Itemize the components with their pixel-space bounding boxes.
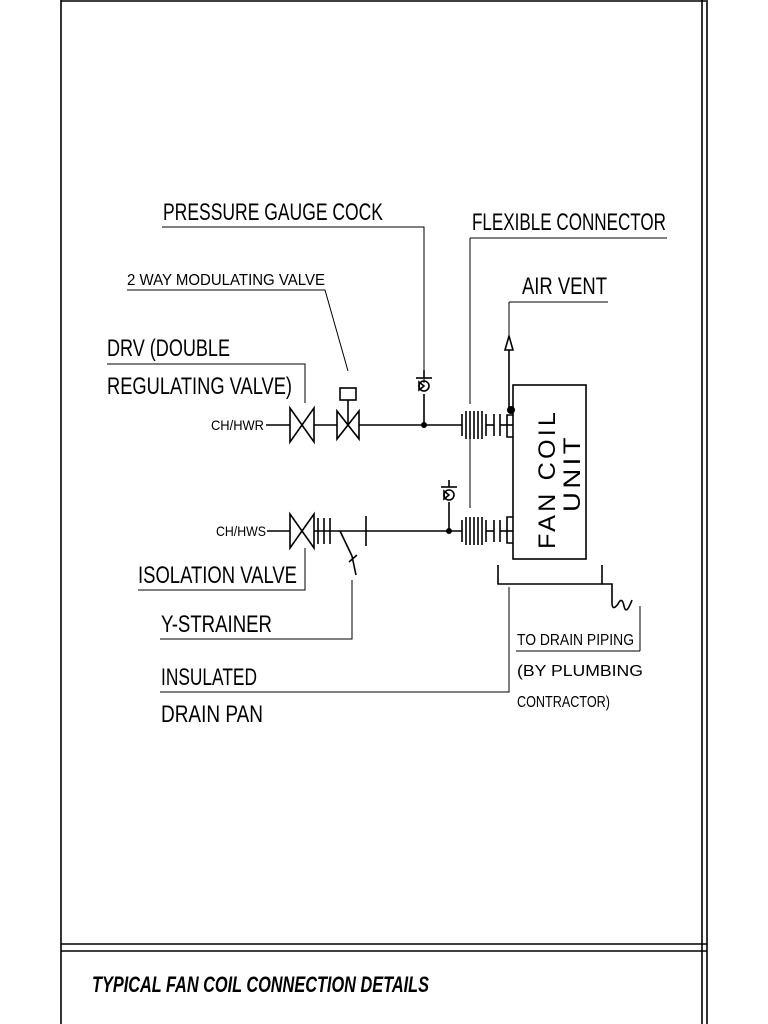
pressure-gauge-cock-symbol [416, 370, 432, 428]
y-strainer-label: Y-STRAINER [161, 611, 272, 638]
drv-label-line2: REGULATING VALVE) [107, 373, 292, 400]
air-vent-symbol [503, 333, 515, 414]
drawing-title: TYPICAL FAN COIL CONNECTION DETAILS [92, 972, 429, 997]
y-strainer-symbol [317, 516, 367, 576]
drv-label-line1: DRV (DOUBLE [107, 335, 230, 362]
drain-pan-symbol [497, 565, 633, 611]
two-way-valve-label: 2 WAY MODULATING VALVE [127, 272, 325, 289]
supply-pipe-label: CH/HWS [216, 523, 266, 539]
insulated-label-line1: INSULATED [161, 664, 257, 691]
insulated-label-line2: DRAIN PAN [161, 701, 263, 728]
isolation-valve-label: ISOLATION VALVE [138, 562, 297, 589]
fan-coil-unit-label-line1: FAN COIL [534, 409, 561, 549]
leader-lines [107, 226, 667, 693]
two-way-valve-symbol [336, 387, 360, 442]
return-flexible-connector-symbol [461, 411, 501, 439]
isolation-valve-symbol [289, 511, 315, 551]
air-vent-label: AIR VENT [522, 273, 607, 300]
supply-flexible-connector-symbol [461, 517, 501, 545]
drv-valve-symbol [289, 405, 315, 445]
drain-piping-label-line3: CONTRACTOR) [517, 694, 610, 711]
labels: PRESSURE GAUGE COCK FLEXIBLE CONNECTOR 2… [92, 199, 666, 997]
flexible-connector-label: FLEXIBLE CONNECTOR [472, 209, 666, 236]
fan-coil-unit [506, 384, 587, 560]
fan-coil-unit-label-line2: UNIT [559, 434, 586, 512]
return-pipe-label: CH/HWR [211, 417, 264, 433]
drain-piping-label-line2: (BY PLUMBING [517, 663, 643, 680]
pressure-gauge-cock-label: PRESSURE GAUGE COCK [163, 199, 383, 226]
supply-gauge-cock-symbol [441, 480, 457, 534]
drain-piping-label-line1: TO DRAIN PIPING [517, 632, 634, 649]
sheet-border [60, 0, 708, 1024]
